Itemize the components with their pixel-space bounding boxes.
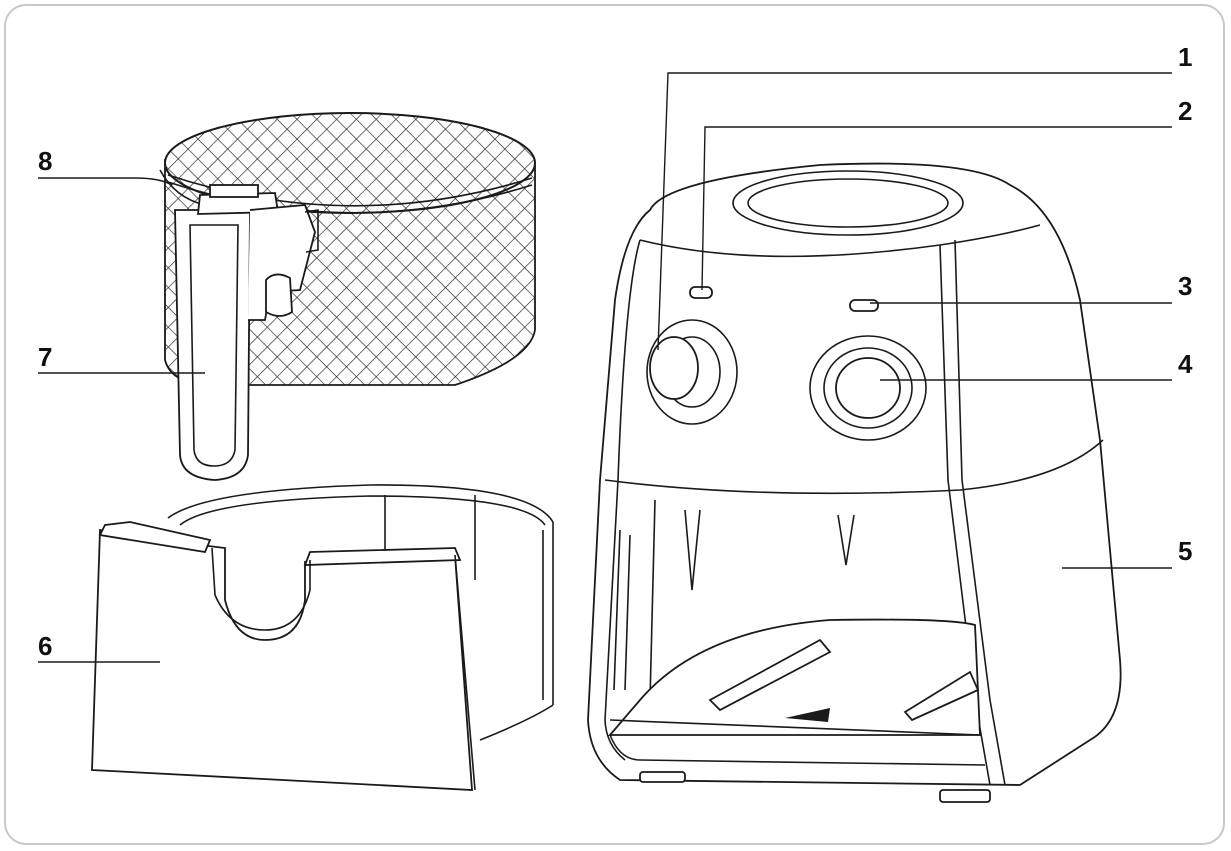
callout-labels: 1 2 3 4 5 6 7 8 xyxy=(38,42,1193,661)
outer-drawer xyxy=(91,484,555,791)
callout-3: 3 xyxy=(1178,271,1192,301)
callout-4: 4 xyxy=(1178,349,1193,379)
callout-1: 1 xyxy=(1178,42,1192,72)
callout-6: 6 xyxy=(38,631,52,661)
air-fryer-main-unit xyxy=(587,162,1122,803)
basket-handle xyxy=(174,184,319,481)
leader-lines xyxy=(38,72,1172,663)
callout-5: 5 xyxy=(1178,536,1192,566)
callout-8: 8 xyxy=(38,146,52,176)
callout-7: 7 xyxy=(38,342,52,372)
callout-2: 2 xyxy=(1178,96,1192,126)
